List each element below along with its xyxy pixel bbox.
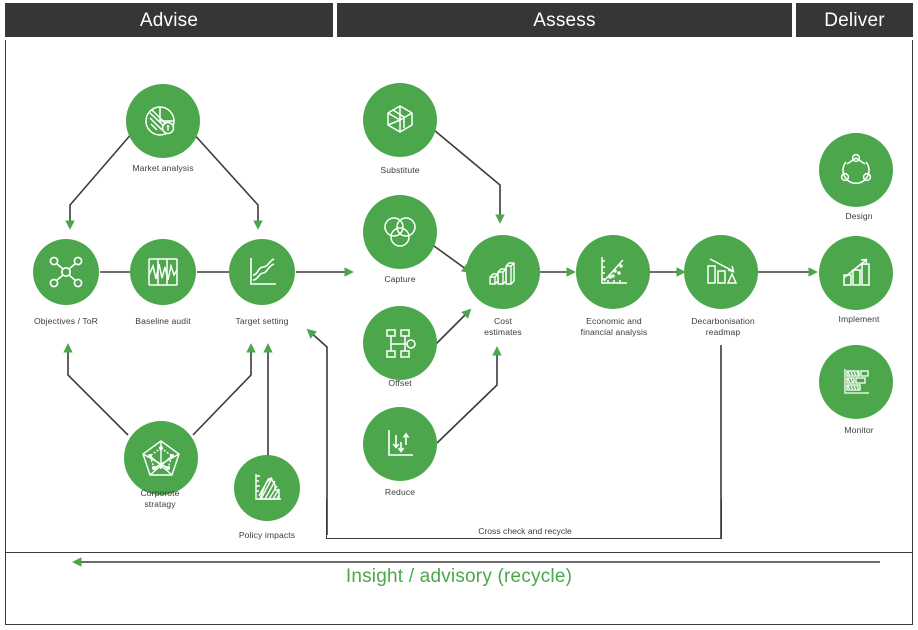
header-band-advise-label: Advise: [139, 9, 199, 31]
header-band-deliver-label: Deliver: [824, 9, 885, 31]
node-market-analysis-label: Market analysis: [132, 163, 194, 173]
node-policy-impacts[interactable]: [234, 455, 300, 521]
header-band-assess: Assess: [337, 3, 792, 37]
node-design[interactable]: [819, 133, 893, 207]
header-band-deliver: Deliver: [796, 3, 913, 37]
node-capture[interactable]: [363, 195, 437, 269]
node-market-analysis[interactable]: [126, 84, 200, 158]
insight-advisory-caption: Insight / advisory (recycle): [345, 566, 573, 587]
radar-pentagon-icon: [142, 440, 180, 476]
triangle-nodes-icon: [840, 153, 872, 185]
node-implement-label: Implement: [838, 314, 880, 324]
node-decarbonisation-roadmap-label: Decarbonisation readmap: [691, 316, 755, 337]
org-tree-icon: [386, 329, 416, 358]
pie-chart-icon: [145, 106, 175, 136]
bar-arrow-up-icon: [843, 258, 870, 286]
node-monitor-label: Monitor: [844, 425, 874, 435]
venn-circles-icon: [384, 217, 416, 247]
arrows-down-axis-icon: [388, 430, 413, 456]
node-corporate-strategy-label: Corporote stratagy: [140, 488, 180, 509]
node-policy-impacts-label: Policy impacts: [238, 530, 296, 540]
scatter-trend-icon: [601, 257, 627, 284]
node-cost-estimates-label: Cost estimates: [484, 316, 522, 337]
header-band-advise: Advise: [5, 3, 333, 37]
node-design-label: Design: [845, 211, 873, 221]
node-substitute[interactable]: [363, 83, 437, 157]
node-implement[interactable]: [819, 236, 893, 310]
node-reduce-label: Reduce: [384, 487, 416, 497]
header-band-assess-label: Assess: [533, 9, 596, 31]
waveform-chart-icon: [148, 258, 178, 286]
node-monitor[interactable]: [819, 345, 893, 419]
node-corporate-strategy[interactable]: [124, 421, 198, 495]
node-cost-estimates[interactable]: [466, 235, 540, 309]
bar-3d-icon: [489, 262, 515, 285]
node-baseline-audit-label: Baseline audit: [135, 316, 191, 326]
node-economic-analysis[interactable]: [576, 235, 650, 309]
node-offset-label: Offset: [388, 378, 412, 388]
node-decarbonisation-roadmap[interactable]: [684, 235, 758, 309]
node-capture-label: Capture: [384, 274, 416, 284]
node-reduce[interactable]: [363, 407, 437, 481]
cross-check-caption: Cross check and recycle: [478, 526, 572, 536]
diagram-outer-frame: [5, 40, 913, 625]
bar-decline-icon: [707, 258, 738, 284]
gantt-chart-icon: [844, 369, 869, 394]
node-economic-analysis-label: Economic and financial analysis: [580, 316, 648, 337]
node-target-setting[interactable]: [229, 239, 295, 305]
cube-slice-icon: [387, 105, 413, 133]
area-chart-icon: [255, 474, 281, 500]
node-objectives[interactable]: [33, 239, 99, 305]
node-objectives-label: Objectives / ToR: [33, 316, 98, 326]
network-nodes-icon: [49, 256, 83, 288]
node-target-setting-label: Target setting: [235, 316, 289, 326]
node-substitute-label: Substitute: [380, 165, 420, 175]
line-growth-icon: [250, 258, 276, 285]
bottom-divider-line: [5, 552, 913, 553]
node-offset[interactable]: [363, 306, 437, 380]
node-baseline-audit[interactable]: [130, 239, 196, 305]
